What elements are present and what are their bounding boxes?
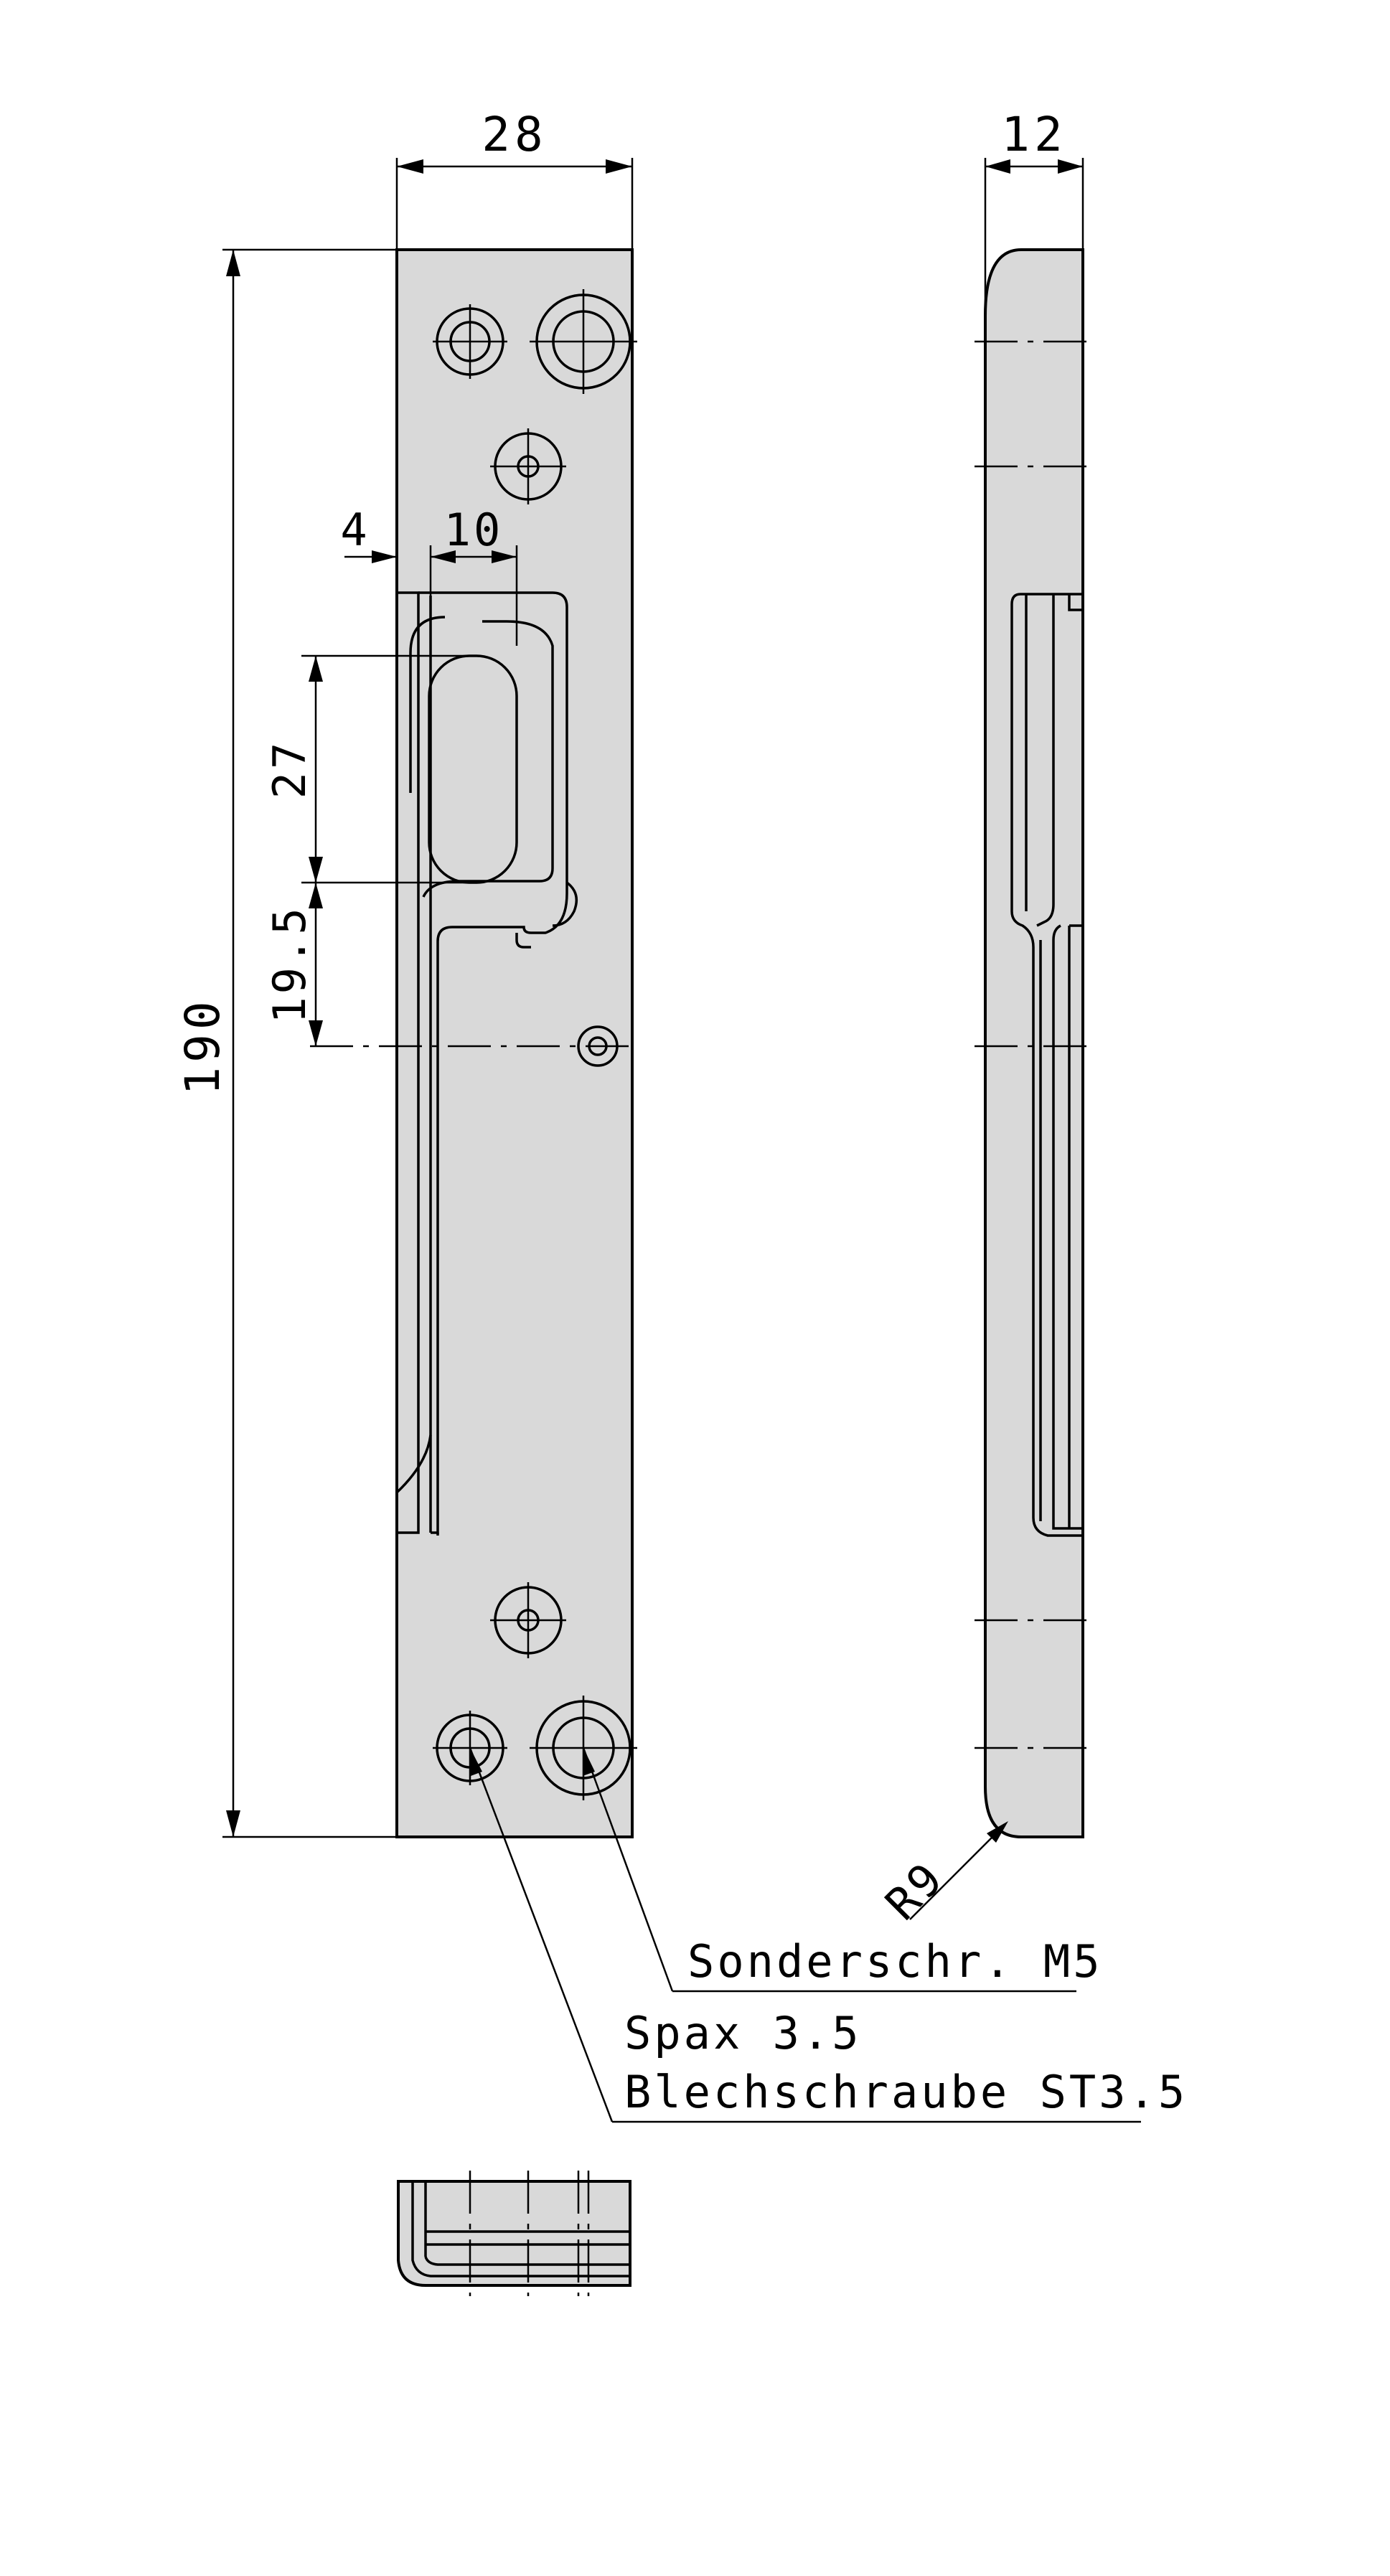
dim-label-4: 4	[340, 504, 370, 556]
callout-m5-label: Sonderschr. M5	[687, 1935, 1103, 1988]
dim-slot-offset-width: 4 10	[340, 504, 518, 646]
front-view	[310, 248, 637, 1838]
front-plate	[395, 248, 634, 1838]
dim-label-190: 190	[175, 997, 230, 1095]
dim-label-28: 28	[482, 107, 547, 162]
bottom-centerlines	[469, 2171, 590, 2296]
callout-spax: Spax 3.5 Blechschraube ST3.5	[469, 1747, 1188, 2123]
side-centerlines	[975, 340, 1096, 1749]
callout-sheet-label: Blechschraube ST3.5	[624, 2066, 1188, 2118]
callout-spax-label: Spax 3.5	[624, 2007, 862, 2059]
recess-outline	[395, 591, 578, 1536]
callout-m5: Sonderschr. M5	[582, 1747, 1103, 1993]
dim-label-27: 27	[263, 740, 316, 799]
dim-label-10: 10	[444, 504, 504, 556]
dim-radius: R9	[875, 1821, 1008, 1930]
dim-height-total: 190	[175, 248, 397, 1838]
dim-label-12: 12	[1001, 107, 1066, 162]
side-profile	[1010, 593, 1083, 1537]
dim-label-r9: R9	[875, 1851, 954, 1930]
dim-width-top: 28	[395, 107, 634, 248]
bottom-view	[397, 2171, 631, 2296]
dim-thickness-side: 12	[984, 107, 1084, 316]
side-view	[975, 248, 1096, 1838]
dim-label-19-5: 19.5	[263, 905, 316, 1023]
dim-slot-length: 27 19.5	[263, 654, 474, 1046]
